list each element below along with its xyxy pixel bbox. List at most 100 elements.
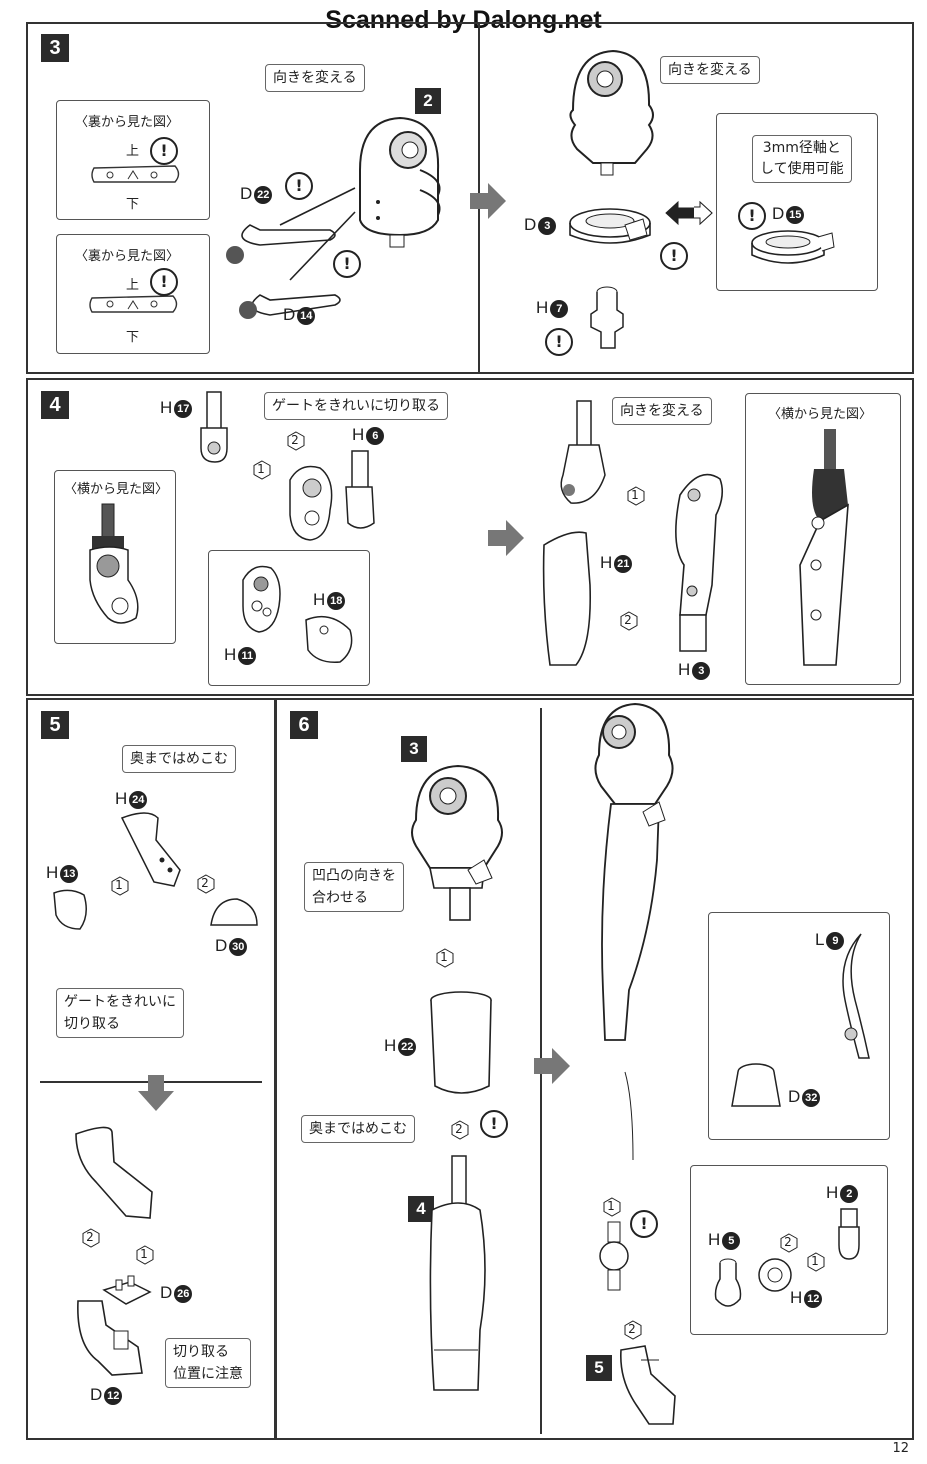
back-view-label: 〈裏から見た図〉: [75, 249, 180, 264]
part-h2-illustration: [838, 1208, 860, 1260]
part-h21-illustration: [542, 531, 592, 666]
order-mark-2: 2: [779, 1233, 798, 1253]
order-mark-1: 1: [602, 1197, 621, 1217]
up-label: 上: [126, 278, 140, 293]
part-d30-illustration: [210, 898, 258, 926]
part-joint-illustration: [289, 465, 333, 541]
warning-icon: !: [738, 202, 766, 230]
part-h11-illustration: [242, 565, 281, 633]
step-3-panel: [26, 22, 914, 374]
order-mark-1: 1: [110, 876, 129, 896]
order-mark-2: 2: [196, 874, 215, 894]
watermark: Scanned by Dalong.net: [325, 6, 602, 34]
warning-icon: !: [285, 172, 313, 200]
side-view-illustration: [89, 503, 139, 624]
leg-lower-illustration: [429, 1155, 486, 1391]
step-number: 4: [41, 391, 69, 419]
ankle-joint-illustration: [599, 1221, 629, 1291]
part-h22-illustration: [430, 991, 492, 1094]
joint-ring-illustration: [569, 208, 651, 244]
order-mark-1: 1: [806, 1252, 825, 1272]
order-mark-1: 1: [435, 948, 454, 968]
warning-icon: !: [545, 328, 573, 356]
gate-cut-note: ゲートをきれいに切り取る: [264, 392, 448, 420]
peg-part-illustration: [590, 286, 624, 349]
step-6-panel: [275, 698, 914, 1440]
order-mark-2: 2: [81, 1228, 100, 1248]
thigh-frame-illustration: [675, 473, 724, 652]
order-mark-2: 2: [286, 431, 305, 451]
next-arrow-icon: [534, 1048, 570, 1084]
side-view-assembled-illustration: [799, 429, 849, 666]
down-label: 下: [126, 330, 140, 345]
part-h13-illustration: [53, 889, 87, 930]
warning-icon: !: [480, 1110, 508, 1138]
up-label: 上: [126, 144, 140, 159]
back-view-box: [56, 234, 210, 354]
down-label: 下: [126, 197, 140, 212]
detail-box: [208, 550, 370, 686]
shoe-upper-illustration: [75, 1126, 153, 1219]
part-l9-illustration: [842, 933, 870, 1059]
part-h5-illustration: [714, 1258, 742, 1307]
change-direction-note: 向きを変える: [265, 64, 365, 92]
part-d26-illustration: [102, 1275, 152, 1305]
part-h12-illustration: [758, 1258, 792, 1292]
order-mark-1: 1: [626, 486, 645, 506]
back-view-box: [56, 100, 210, 220]
ref-step-badge: 2: [415, 88, 441, 114]
align-note: 凹凸の向きを合わせる: [304, 862, 404, 912]
back-view-label: 〈裏から見た図〉: [75, 115, 180, 130]
order-mark-1: 1: [135, 1245, 154, 1265]
note-3mm-shaft: 3mm径軸として使用可能: [752, 135, 852, 183]
warning-icon: !: [150, 137, 178, 165]
warning-icon: !: [333, 250, 361, 278]
next-arrow-icon: [470, 183, 506, 219]
swap-arrow-icon: [665, 200, 713, 226]
ref-step-badge: 3: [401, 736, 427, 762]
next-arrow-icon: [488, 520, 524, 556]
warning-icon: !: [660, 242, 688, 270]
step-4-panel: [26, 378, 914, 696]
shoe-assembled-illustration: [620, 1345, 676, 1425]
step-number: 5: [41, 711, 69, 739]
arm-band-illustration: [226, 187, 356, 319]
order-mark-2: 2: [450, 1120, 469, 1140]
step-number: 6: [290, 711, 318, 739]
side-view-label: 〈横から見た図〉: [64, 482, 169, 497]
head-assembled-illustration: [569, 49, 654, 176]
change-direction-note: 向きを変える: [612, 397, 712, 425]
part-h17-illustration: [200, 391, 228, 463]
part-h18-illustration: [305, 615, 353, 663]
part-d14-back-illustration: [89, 295, 178, 313]
head-part-illustration: [359, 116, 441, 248]
order-mark-1: 1: [252, 460, 271, 480]
step-number: 3: [41, 34, 69, 62]
ref-step-badge: 4: [408, 1196, 434, 1222]
page-number: 12: [892, 1441, 909, 1456]
push-in-note: 奥まではめこむ: [301, 1115, 415, 1143]
side-view-label: 〈横から見た図〉: [768, 407, 873, 422]
head-assembled-illustration: [411, 764, 503, 921]
gate-cut-note: ゲートをきれいに切り取る: [56, 988, 184, 1038]
